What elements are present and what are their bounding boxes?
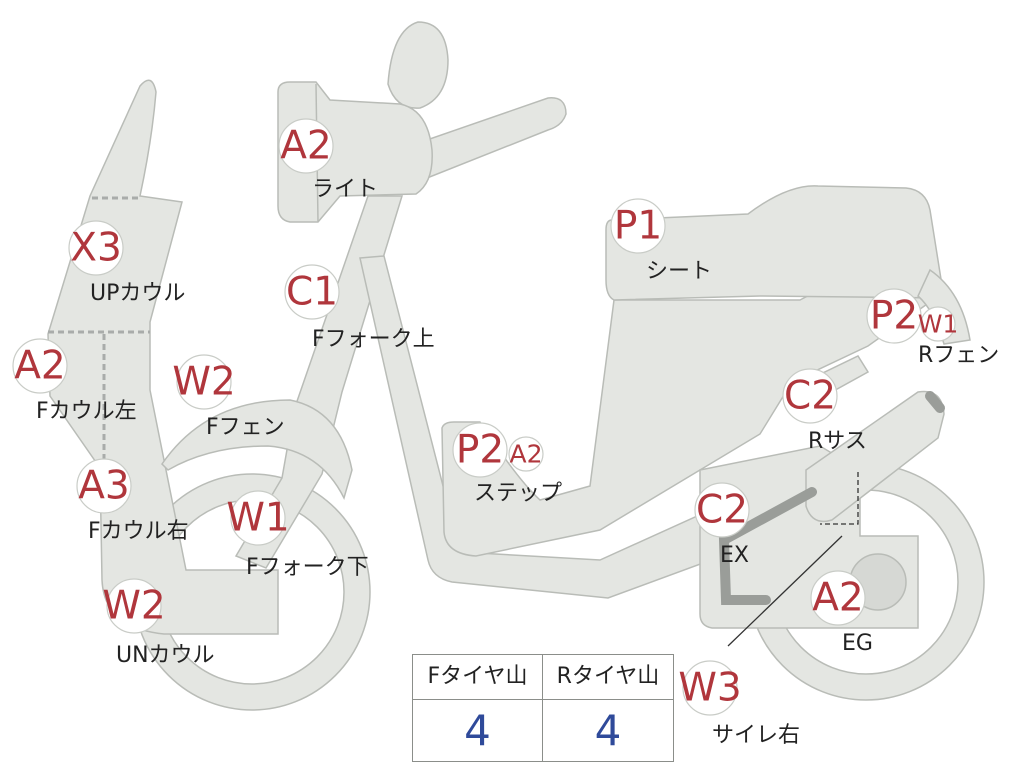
rear-tire-column: Rタイヤ山 4 <box>543 655 673 761</box>
grade-badge-text: A3 <box>78 464 130 509</box>
part-label: Rフェン <box>918 343 999 368</box>
part-label: Fカウル左 <box>36 399 137 424</box>
grade-badge-circle <box>610 198 666 254</box>
rear-fender-shape <box>917 268 971 345</box>
part-label: UPカウル <box>90 281 185 306</box>
leader-line-rsus <box>820 472 859 525</box>
exhaust-pipe-shape <box>718 487 817 605</box>
part-label: EX <box>720 543 749 568</box>
part-seat: P1 シート <box>610 198 712 284</box>
badges-layer: A2ライトX3UPカウルA2Fカウル左C1Fフォーク上W2FフェンA3Fカウル右… <box>12 118 999 748</box>
grade-badge-circle <box>694 482 750 538</box>
extra-grade-badge-text: W1 <box>918 310 959 339</box>
rear-tire-value: 4 <box>594 706 622 755</box>
front-fender-shape <box>161 399 353 501</box>
grade-badge-text: P1 <box>614 204 662 249</box>
grade-badge-circle <box>782 368 838 424</box>
part-label: Fフォーク下 <box>246 555 369 580</box>
grade-badge-text: W1 <box>226 496 289 541</box>
part-label: ライト <box>312 177 378 202</box>
part-label: Rサス <box>808 429 867 454</box>
grade-badge-circle <box>68 220 124 276</box>
front-tire-header: Fタイヤ山 <box>413 655 542 700</box>
extra-grade-badge-circle <box>920 306 956 342</box>
grade-badge-text: A2 <box>14 344 66 389</box>
grade-badge-circle <box>452 422 508 478</box>
part-label: シート <box>646 259 712 284</box>
front-tire-column: Fタイヤ山 4 <box>413 655 543 761</box>
grade-badge-text: A2 <box>280 124 332 169</box>
seat-shape <box>605 185 945 301</box>
grade-badge-circle <box>810 570 866 626</box>
grade-badge-text: X3 <box>70 226 122 271</box>
grade-badge-circle <box>12 338 68 394</box>
grade-badge-circle <box>176 354 232 410</box>
grade-badge-circle <box>682 660 738 716</box>
grade-badge-text: W3 <box>678 666 741 711</box>
grade-badge-circle <box>866 288 922 344</box>
rear-tire-header: Rタイヤ山 <box>543 655 673 700</box>
part-label: サイレ右 <box>712 723 800 748</box>
part-label: UNカウル <box>116 643 215 668</box>
part-label: EG <box>842 631 873 656</box>
grade-badge-text: P2 <box>456 428 504 473</box>
grade-badge-text: W2 <box>172 360 235 405</box>
grade-badge-text: C2 <box>696 488 748 533</box>
front-tire-value: 4 <box>464 706 491 755</box>
part-light: A2 ライト <box>278 118 378 202</box>
part-label: Fフォーク上 <box>312 327 435 352</box>
extra-grade-badge-circle <box>508 436 544 472</box>
leader-line-silencer <box>727 535 843 647</box>
part-silencer-right: W3 サイレ右 <box>678 660 800 748</box>
grade-badge-text: P2 <box>870 294 918 339</box>
handlebar-shape <box>397 97 567 185</box>
grade-badge-circle <box>284 264 340 320</box>
grade-badge-text: C2 <box>784 374 836 419</box>
part-label: Fカウル右 <box>88 519 189 544</box>
grade-badge-circle <box>76 458 132 514</box>
extra-grade-badge-text: A2 <box>509 440 542 469</box>
part-label: Fフェン <box>206 415 285 440</box>
grade-badge-circle <box>106 578 162 634</box>
grade-badge-text: A2 <box>812 576 864 621</box>
grade-badge-circle <box>230 490 286 546</box>
grade-badge-text: C1 <box>286 270 338 315</box>
part-label: ステップ <box>474 481 562 506</box>
grade-badge-circle <box>278 118 334 174</box>
grade-badge-text: W2 <box>102 584 165 629</box>
tire-tread-table: Fタイヤ山 4 Rタイヤ山 4 <box>412 654 674 762</box>
